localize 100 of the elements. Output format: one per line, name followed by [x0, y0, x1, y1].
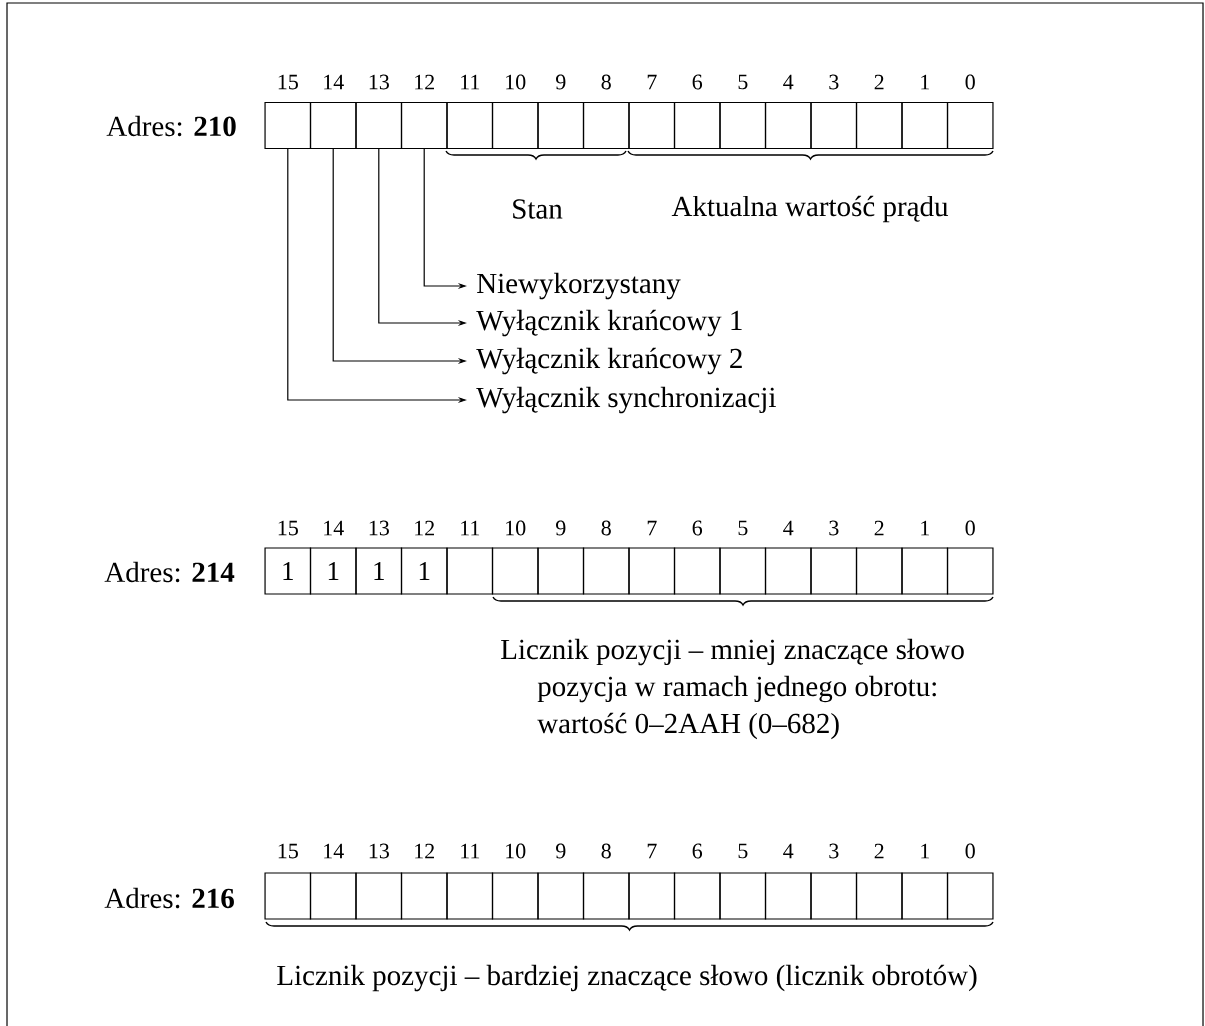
bit-number: 14 [324, 520, 344, 536]
bit-cell [719, 101, 767, 150]
bit-number: 4 [783, 74, 794, 90]
bit-cell [810, 547, 858, 595]
bit-number: 13 [369, 520, 389, 536]
bit-cell [582, 547, 630, 595]
bit-cell: 1 [309, 547, 357, 595]
bit-cell [673, 101, 721, 150]
bit-number: 3 [829, 843, 839, 859]
bit-cell [309, 872, 357, 920]
bit-number: 14 [324, 843, 344, 859]
bit-cell [491, 101, 539, 150]
bit-number: 11 [461, 74, 480, 90]
bit-cell [810, 101, 858, 150]
bit-number: 5 [738, 520, 748, 536]
bit-cell [400, 872, 448, 920]
bit-cell [901, 547, 949, 595]
bit-number: 10 [506, 520, 526, 536]
bit-cell [355, 101, 403, 150]
bit-number: 8 [601, 74, 611, 90]
field-label: Licznik pozycji – mniej znaczące słowo [501, 638, 964, 666]
bit-cell [719, 872, 767, 920]
bit-cell [446, 547, 494, 595]
bit-cell [810, 872, 858, 920]
bit-number: 0 [965, 843, 975, 859]
bit-cell [764, 872, 812, 920]
bit-cell: 1 [400, 547, 448, 595]
bit-cell [582, 101, 630, 150]
address-label: Adres: 210 [106, 115, 236, 137]
bit-cell [719, 547, 767, 595]
bit-number: 12 [415, 74, 434, 90]
bit-number: 8 [601, 520, 611, 536]
bit-number: 1 [921, 520, 929, 536]
bit-number: 14 [324, 74, 344, 90]
flag-label: Wyłącznik krańcowy 2 [476, 347, 742, 375]
bit-cell [673, 547, 721, 595]
bit-cell: 1 [355, 547, 403, 595]
bit-number: 4 [783, 520, 794, 536]
bit-cell [264, 872, 312, 920]
bit-cell [628, 547, 676, 595]
bit-number: 15 [278, 520, 298, 536]
bit-cell [901, 101, 949, 150]
bit-number: 7 [647, 520, 657, 536]
address-label: Adres: 214 [104, 561, 235, 583]
bit-number: 6 [692, 843, 703, 859]
bit-number: 7 [647, 843, 657, 859]
bit-number: 13 [369, 843, 389, 859]
bit-number: 3 [829, 520, 839, 536]
field-label: wartość 0–2AAH (0–682) [537, 712, 839, 740]
bit-cell [537, 547, 585, 595]
bit-number: 3 [829, 74, 839, 90]
bit-cell [309, 101, 357, 150]
bit-number: 11 [461, 520, 480, 536]
bit-cell [491, 547, 539, 595]
bit-number: 6 [692, 520, 703, 536]
bit-cell [264, 101, 312, 150]
bit-cell [764, 101, 812, 150]
bit-cell [446, 872, 494, 920]
field-label: Licznik pozycji – bardziej znaczące słowo (licznik obrotów) [277, 964, 977, 992]
bit-cell [491, 872, 539, 920]
bit-number: 1 [921, 74, 929, 90]
bit-number: 0 [965, 74, 975, 90]
bit-number: 15 [278, 74, 298, 90]
bit-number: 6 [692, 74, 703, 90]
bit-number: 0 [965, 520, 975, 536]
bit-cell [855, 101, 903, 150]
bit-cell [946, 101, 994, 150]
bit-cell [537, 872, 585, 920]
bit-number: 12 [415, 843, 434, 859]
bit-number: 10 [506, 843, 526, 859]
field-label: Aktualna wartość prądu [671, 195, 949, 223]
bit-cell [673, 872, 721, 920]
bit-number: 9 [556, 843, 566, 859]
bit-number: 12 [415, 520, 434, 536]
bit-number: 11 [461, 843, 480, 859]
bit-cell [400, 101, 448, 150]
bit-number: 9 [556, 520, 566, 536]
bit-cell [946, 872, 994, 920]
bit-number: 2 [874, 74, 884, 90]
bit-number: 5 [738, 74, 748, 90]
flag-label: Wyłącznik krańcowy 1 [476, 309, 742, 337]
bit-cell [537, 101, 585, 150]
bit-cell [355, 872, 403, 920]
bit-cell [855, 872, 903, 920]
bit-number: 10 [506, 74, 526, 90]
bit-cell [855, 547, 903, 595]
flag-label: Niewykorzystany [477, 272, 681, 300]
bit-number: 7 [647, 74, 657, 90]
bit-number: 4 [783, 843, 794, 859]
bit-cell [582, 872, 630, 920]
bit-number: 5 [738, 843, 748, 859]
bit-number: 9 [556, 74, 566, 90]
bit-cell [901, 872, 949, 920]
field-label: pozycja w ramach jednego obrotu: [537, 675, 936, 703]
bit-number: 13 [369, 74, 389, 90]
bit-cell: 1 [264, 547, 312, 595]
bit-cell [946, 547, 994, 595]
bit-cell [446, 101, 494, 150]
bit-number: 2 [874, 843, 884, 859]
bit-number: 2 [874, 520, 884, 536]
